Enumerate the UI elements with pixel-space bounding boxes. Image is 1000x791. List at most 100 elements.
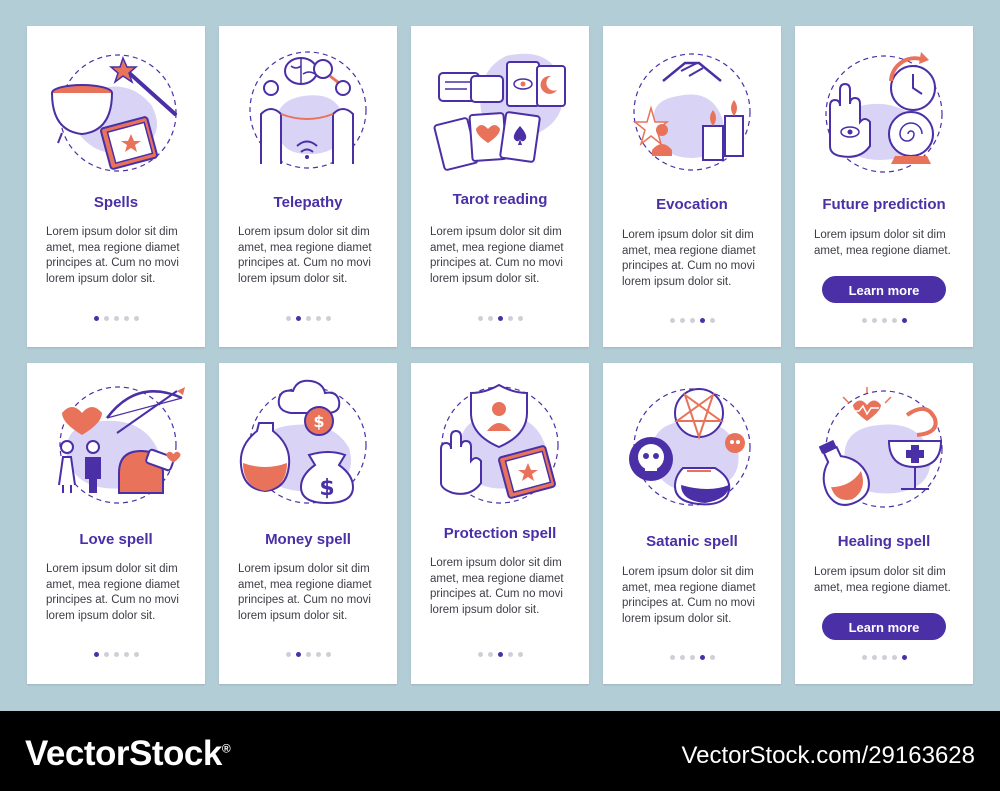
pagination-dot[interactable]: [517, 652, 523, 657]
pagination-dot[interactable]: [325, 316, 331, 321]
card-description: Lorem ipsum dolor sit dim amet, mea regi…: [238, 563, 372, 622]
brand-logo: VectorStock®: [25, 734, 231, 774]
pagination-dot[interactable]: [891, 318, 897, 323]
tarot-cards-icon: [411, 26, 589, 176]
pagination-dot[interactable]: [93, 316, 99, 321]
pagination-dot[interactable]: [881, 318, 887, 323]
onboarding-card-spells: Spells Lorem ipsum dolor sit dim amet, m…: [27, 26, 205, 347]
card-title: Future prediction: [822, 196, 946, 213]
pentagram-skull-icon: [603, 363, 781, 513]
pagination-dots[interactable]: [603, 655, 781, 660]
pagination-dot[interactable]: [477, 316, 483, 321]
image-url: VectorStock.com/29163628: [681, 742, 975, 769]
pagination-dot[interactable]: [93, 652, 99, 657]
card-title: Healing spell: [837, 533, 931, 550]
pagination-dot[interactable]: [699, 318, 705, 323]
pagination-dot[interactable]: [477, 652, 483, 657]
card-title: Protection spell: [443, 525, 557, 542]
card-title: Satanic spell: [646, 533, 738, 550]
pagination-dot[interactable]: [133, 652, 139, 657]
pagination-dot[interactable]: [871, 318, 877, 323]
pagination-dot[interactable]: [295, 652, 301, 657]
pagination-dot[interactable]: [123, 652, 129, 657]
pagination-dot[interactable]: [861, 318, 867, 323]
cupid-bow-icon: [27, 363, 205, 513]
pagination-dot[interactable]: [669, 655, 675, 660]
pagination-dot[interactable]: [113, 652, 119, 657]
crystal-ball-icon: [795, 26, 973, 176]
onboarding-card-tarot-reading: Tarot reading Lorem ipsum dolor sit dim …: [411, 26, 589, 347]
pagination-dot[interactable]: [669, 318, 675, 323]
pagination-dot[interactable]: [497, 316, 503, 321]
pagination-dot[interactable]: [487, 316, 493, 321]
pagination-dots[interactable]: [27, 652, 205, 657]
registered-mark: ®: [221, 741, 231, 756]
pagination-dots[interactable]: [219, 316, 397, 321]
card-title: Spells: [93, 194, 139, 211]
pagination-dot[interactable]: [325, 652, 331, 657]
pagination-dot[interactable]: [679, 318, 685, 323]
pagination-dot[interactable]: [709, 655, 715, 660]
card-description: Lorem ipsum dolor sit dim amet, mea regi…: [622, 229, 756, 288]
pagination-dot[interactable]: [861, 655, 867, 660]
onboarding-card-telepathy: Telepathy Lorem ipsum dolor sit dim amet…: [219, 26, 397, 347]
card-title: Love spell: [79, 531, 153, 548]
pagination-dot[interactable]: [133, 316, 139, 321]
pagination-dot[interactable]: [497, 652, 503, 657]
pagination-dot[interactable]: [103, 316, 109, 321]
pagination-dot[interactable]: [507, 652, 513, 657]
card-description: Lorem ipsum dolor sit dim amet, mea regi…: [46, 563, 180, 622]
pagination-dots[interactable]: [795, 318, 973, 323]
pagination-dot[interactable]: [103, 652, 109, 657]
shield-hand-icon: [411, 363, 589, 513]
pagination-dot[interactable]: [901, 655, 907, 660]
pagination-dots[interactable]: [795, 655, 973, 660]
card-title: Evocation: [656, 196, 728, 213]
card-description: Lorem ipsum dolor sit dim amet, mea regi…: [430, 226, 564, 285]
card-description: Lorem ipsum dolor sit dim amet, mea regi…: [622, 566, 756, 625]
pagination-dot[interactable]: [123, 316, 129, 321]
pagination-dots[interactable]: [603, 318, 781, 323]
candles-handshake-icon: [603, 26, 781, 176]
pagination-dot[interactable]: [689, 655, 695, 660]
pagination-dot[interactable]: [901, 318, 907, 323]
pagination-dot[interactable]: [315, 316, 321, 321]
onboarding-card-love-spell: Love spell Lorem ipsum dolor sit dim ame…: [27, 363, 205, 684]
onboarding-card-healing-spell: Healing spell Lorem ipsum dolor sit dim …: [795, 363, 973, 684]
money-bag-icon: $ $: [219, 363, 397, 513]
onboarding-card-money-spell: $ $ Money spell Lorem ipsum dolor sit di…: [219, 363, 397, 684]
cauldron-icon: [27, 26, 205, 176]
pagination-dot[interactable]: [679, 655, 685, 660]
pagination-dot[interactable]: [305, 652, 311, 657]
pagination-dot[interactable]: [689, 318, 695, 323]
watermark-footer: VectorStock® VectorStock.com/29163628: [0, 711, 1000, 791]
pagination-dot[interactable]: [507, 316, 513, 321]
brand-name: VectorStock: [25, 734, 222, 773]
pagination-dots[interactable]: [411, 316, 589, 321]
learn-more-button[interactable]: Learn more: [822, 276, 946, 303]
svg-text:$: $: [319, 476, 334, 501]
card-title: Tarot reading: [452, 191, 548, 208]
pagination-dot[interactable]: [871, 655, 877, 660]
pagination-dot[interactable]: [315, 652, 321, 657]
pagination-dot[interactable]: [285, 652, 291, 657]
onboarding-card-future-prediction: Future prediction Lorem ipsum dolor sit …: [795, 26, 973, 347]
pagination-dot[interactable]: [113, 316, 119, 321]
pagination-dot[interactable]: [517, 316, 523, 321]
pagination-dot[interactable]: [881, 655, 887, 660]
card-description: Lorem ipsum dolor sit dim amet, mea regi…: [430, 557, 564, 616]
pagination-dot[interactable]: [891, 655, 897, 660]
pagination-dot[interactable]: [699, 655, 705, 660]
pagination-dot[interactable]: [295, 316, 301, 321]
card-description: Lorem ipsum dolor sit dim amet, mea regi…: [814, 229, 951, 257]
learn-more-button[interactable]: Learn more: [822, 613, 946, 640]
pagination-dot[interactable]: [305, 316, 311, 321]
pagination-dot[interactable]: [709, 318, 715, 323]
pagination-dots[interactable]: [27, 316, 205, 321]
card-description: Lorem ipsum dolor sit dim amet, mea regi…: [46, 226, 180, 285]
pagination-dot[interactable]: [487, 652, 493, 657]
card-description: Lorem ipsum dolor sit dim amet, mea regi…: [238, 226, 372, 285]
pagination-dot[interactable]: [285, 316, 291, 321]
pagination-dots[interactable]: [411, 652, 589, 657]
pagination-dots[interactable]: [219, 652, 397, 657]
